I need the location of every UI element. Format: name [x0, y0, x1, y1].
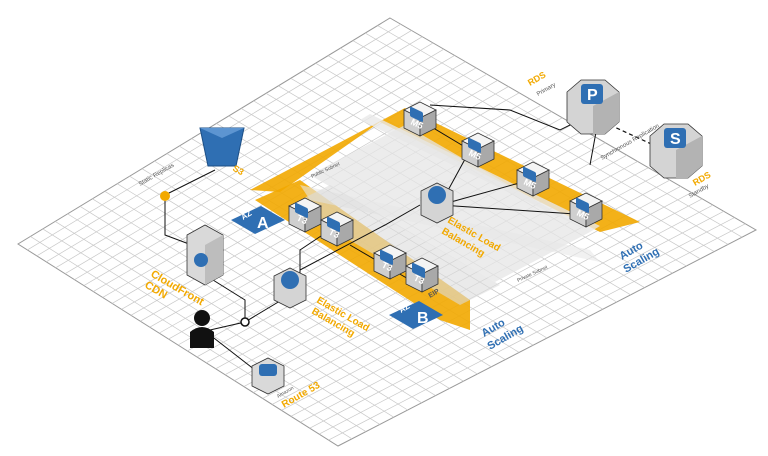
m5-instance: M5 — [516, 161, 550, 197]
svg-text:M5: M5 — [522, 177, 538, 191]
m5-instance: M5 — [403, 101, 437, 137]
svg-text:T3: T3 — [380, 260, 394, 274]
t3-instance: T3 — [288, 197, 322, 233]
grid-line — [154, 160, 492, 368]
svg-text:T3: T3 — [412, 273, 426, 287]
grid-line — [377, 25, 743, 238]
grid-line — [365, 32, 729, 245]
az-a-badge: AZ A — [231, 206, 285, 234]
az-b-label: B — [417, 310, 429, 327]
grid-line — [55, 221, 380, 425]
svg-text:T3: T3 — [327, 227, 341, 241]
svg-text:M5: M5 — [575, 208, 591, 222]
grid-line — [352, 40, 715, 252]
rds-standby-letter: S — [670, 131, 681, 148]
grid-line — [166, 153, 506, 360]
az-b-badge: AZ B — [389, 301, 443, 329]
svg-text:M5: M5 — [467, 148, 483, 162]
t3-instance: T3 — [405, 257, 439, 293]
user-icon — [190, 310, 214, 348]
cloudfront-icon — [186, 224, 224, 286]
svg-text:M5: M5 — [409, 117, 425, 131]
rds-standby-icon: S — [649, 123, 703, 179]
grid-line — [67, 213, 394, 418]
elb-front-icon — [273, 267, 307, 309]
s3-bucket-icon — [199, 127, 245, 167]
svg-text:T3: T3 — [295, 213, 309, 227]
grid-line — [92, 198, 422, 404]
rds-primary-icon: P — [566, 79, 620, 135]
rds-primary-letter: P — [587, 87, 598, 104]
elb-mid-icon — [420, 182, 454, 224]
eip-label: EIP — [428, 288, 442, 300]
gateway-node-icon — [240, 317, 250, 327]
static-replicas-node-icon — [160, 191, 170, 201]
rds-primary-small-label: Primary — [536, 82, 557, 98]
m5-instance: M5 — [461, 132, 495, 168]
t3-instance: T3 — [320, 211, 354, 247]
az-a-label: A — [257, 215, 269, 232]
t3-instance: T3 — [373, 244, 407, 280]
m5-instance: M5 — [569, 192, 603, 228]
grid-line — [340, 47, 701, 260]
s3-label: S3 — [231, 163, 246, 177]
grid-line — [79, 206, 408, 411]
rds-primary-label: RDS — [526, 70, 547, 88]
grid-line — [104, 190, 436, 396]
grid-line — [141, 168, 478, 375]
route53-icon — [251, 357, 285, 395]
